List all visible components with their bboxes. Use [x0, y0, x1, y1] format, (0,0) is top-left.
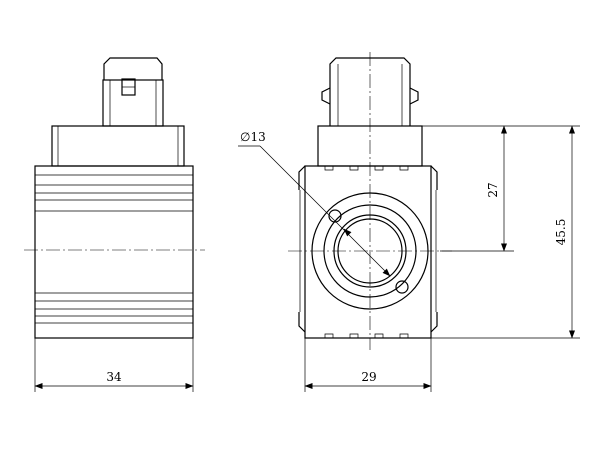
dimension-height-total: 45.5: [431, 125, 580, 339]
top-notches: [324, 166, 409, 171]
dimension-right-width: 29: [304, 338, 432, 392]
dimension-height-inner: 27: [422, 125, 514, 252]
dimension-label-34: 34: [106, 370, 122, 384]
dimension-left-width: 34: [34, 338, 194, 392]
dimension-label-29: 29: [361, 370, 376, 384]
body-ribs-top: [35, 174, 193, 212]
mounting-hole-bottom-right: [395, 280, 409, 294]
side-view: [24, 57, 205, 339]
front-view: ∅13: [238, 52, 452, 350]
mounting-hole-top-left: [328, 209, 342, 223]
dimension-label-45-5: 45.5: [554, 219, 568, 246]
body-ribs-bottom: [35, 292, 193, 324]
diameter-label: ∅13: [240, 130, 266, 144]
bottom-notches: [324, 333, 409, 338]
dimension-label-27: 27: [486, 182, 500, 197]
